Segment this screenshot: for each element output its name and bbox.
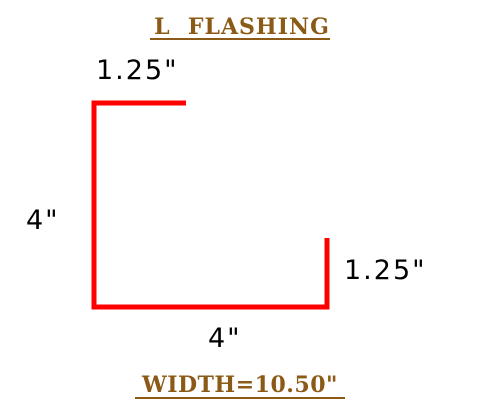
left-side-dimension: 4" [26, 205, 60, 236]
total-width-label: WIDTH=10.50" [141, 372, 338, 398]
diagram-title: L FLASHING [154, 14, 330, 40]
flashing-profile-line [91, 100, 330, 310]
right-flange-dimension: 1.25" [344, 255, 427, 286]
bottom-side-dimension: 4" [208, 323, 242, 354]
top-flange-dimension: 1.25" [96, 55, 179, 86]
